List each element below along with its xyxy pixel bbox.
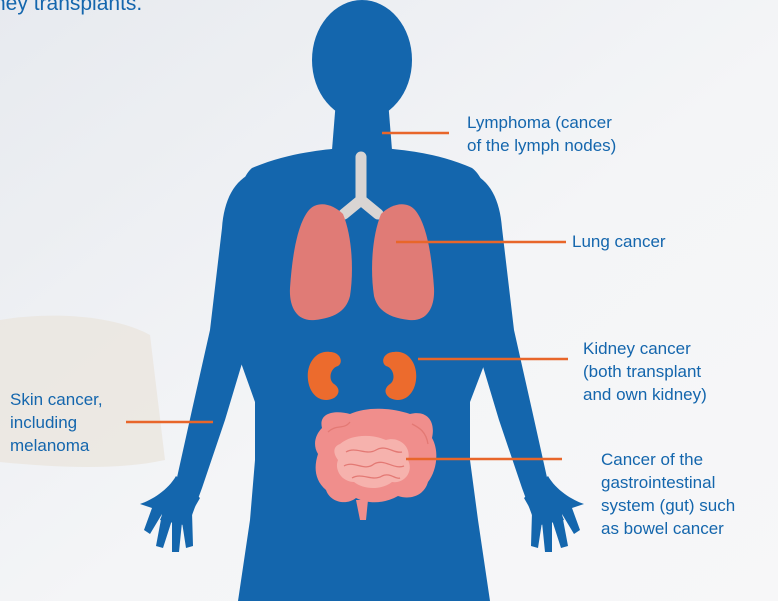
label-lymphoma: Lymphoma (cancer of the lymph nodes) — [467, 111, 616, 157]
torso — [228, 148, 500, 601]
label-skin-cancer: Skin cancer, including melanoma — [10, 388, 103, 457]
right-arm — [469, 172, 564, 526]
label-kidney-cancer: Kidney cancer (both transplant and own k… — [583, 337, 707, 406]
label-gut-cancer: Cancer of the gastrointestinal system (g… — [601, 448, 735, 540]
label-lung-cancer: Lung cancer — [572, 230, 666, 253]
left-arm — [160, 172, 255, 526]
neck — [332, 100, 392, 150]
